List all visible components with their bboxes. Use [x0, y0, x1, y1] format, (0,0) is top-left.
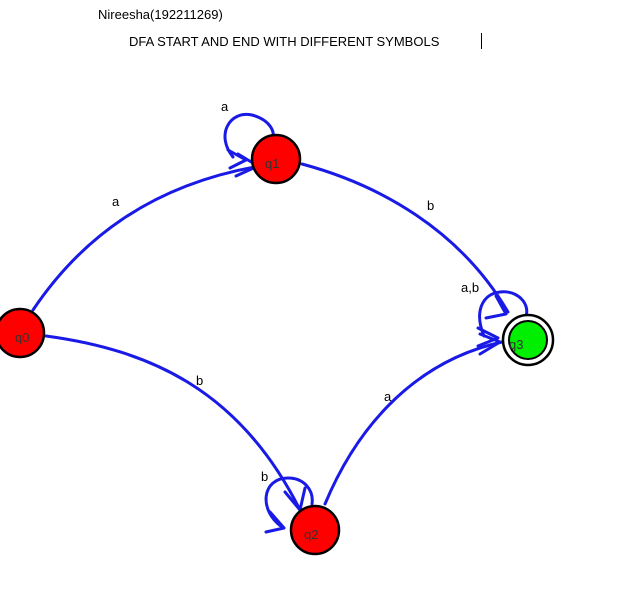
state-label-q2: q2	[304, 527, 318, 542]
diagram-title: DFA START AND END WITH DIFFERENT SYMBOLS	[129, 34, 440, 49]
transition-q1-q1[interactable]: a	[221, 99, 275, 170]
transition-label-q3-q3: a,b	[461, 280, 479, 295]
transition-q0-q1[interactable]: a	[31, 152, 262, 312]
transition-q2-q3[interactable]: a	[323, 332, 504, 506]
transition-q2-q2[interactable]: b	[261, 469, 314, 534]
text-cursor	[481, 33, 482, 49]
transition-label-q2-q2: b	[261, 469, 268, 484]
transition-q3-q3[interactable]: a,b	[461, 280, 529, 348]
transition-label-q0-q2: b	[196, 373, 203, 388]
author-label: Nireesha(192211269)	[98, 7, 223, 22]
transition-label-q1-q1: a	[221, 99, 229, 114]
transition-label-q2-q3: a	[384, 389, 392, 404]
state-q2[interactable]: q2	[289, 504, 341, 556]
state-q3-final[interactable]: q3	[501, 313, 555, 367]
state-q1[interactable]: q1	[250, 133, 302, 185]
transition-q1-q3[interactable]: b	[300, 162, 510, 320]
state-label-q0: q0	[15, 330, 29, 345]
transition-label-q0-q1: a	[112, 194, 120, 209]
state-label-q1: q1	[265, 156, 279, 171]
state-q0[interactable]: q0	[0, 307, 46, 359]
state-label-q3: q3	[509, 337, 523, 352]
transition-label-q1-q3: b	[427, 198, 434, 213]
